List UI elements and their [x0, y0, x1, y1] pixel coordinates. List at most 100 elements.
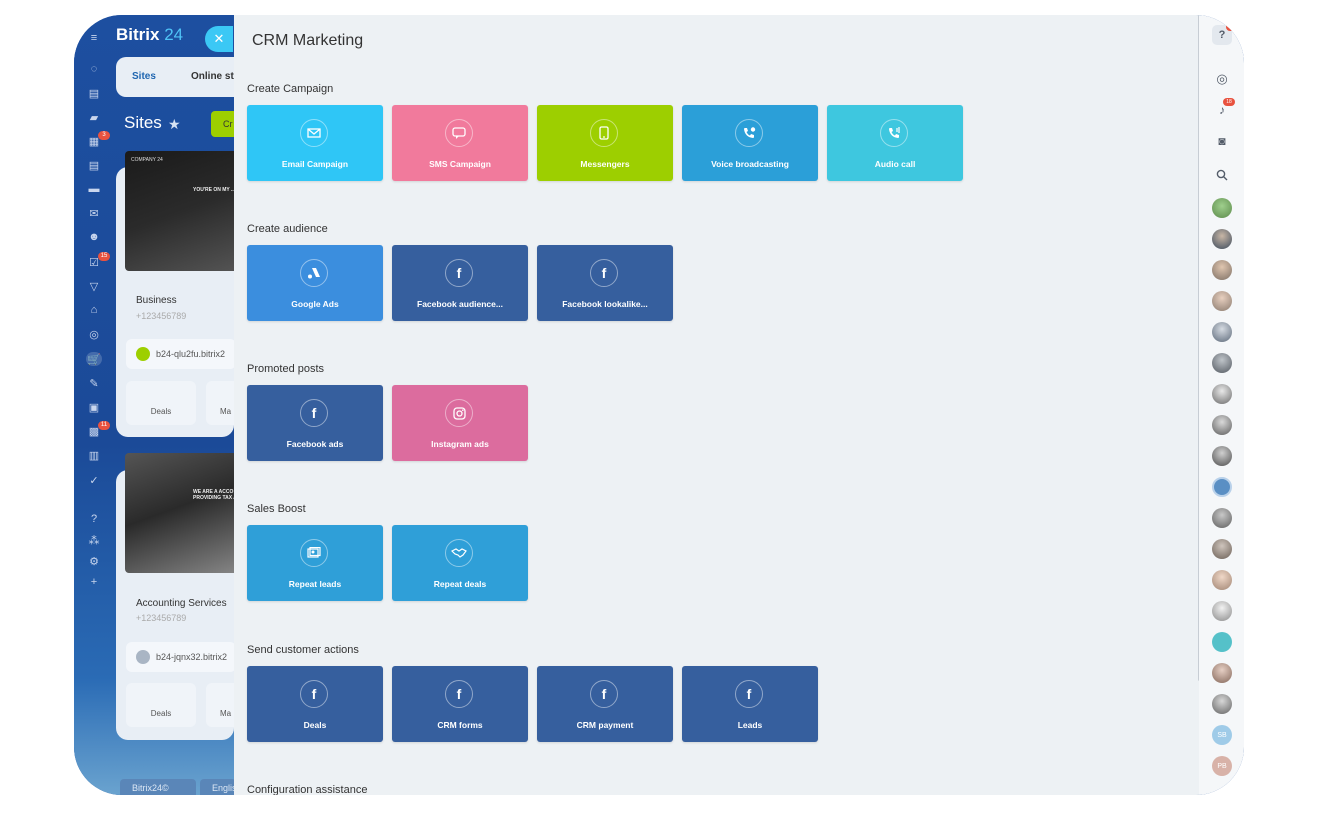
search-icon[interactable]: [1212, 165, 1232, 185]
box-icon[interactable]: ▥: [88, 449, 100, 462]
rail-icon-2[interactable]: ▤: [88, 87, 100, 100]
avatar-initials[interactable]: SB: [1212, 725, 1232, 745]
settings-icon[interactable]: ⚙: [89, 555, 99, 568]
avatar[interactable]: [1212, 601, 1232, 621]
target-icon[interactable]: ◎: [89, 328, 99, 341]
tile-label: Voice broadcasting: [711, 159, 789, 169]
preview-text: WE ARE A ACCO PROVIDING TAX AN: [193, 489, 241, 501]
marketing-tile-messengers[interactable]: Messengers: [537, 105, 673, 181]
marketing-tile-email-campaign[interactable]: Email Campaign: [247, 105, 383, 181]
avatar[interactable]: [1212, 508, 1232, 528]
avatar[interactable]: [1212, 229, 1232, 249]
facebook-icon: f: [735, 680, 763, 708]
marketing-tile-voice-broadcasting[interactable]: Voice broadcasting: [682, 105, 818, 181]
avatar[interactable]: [1212, 260, 1232, 280]
site-name: Business: [136, 295, 177, 306]
avatar[interactable]: [1212, 694, 1232, 714]
drive-icon[interactable]: ▬: [88, 183, 100, 195]
mail-icon: [300, 119, 328, 147]
deals-button[interactable]: Deals: [126, 381, 196, 425]
avatar[interactable]: [1212, 322, 1232, 342]
tasks-icon[interactable]: ☑: [89, 256, 99, 269]
more-button[interactable]: Ma: [206, 683, 236, 727]
avatar[interactable]: [1212, 291, 1232, 311]
site-phone: +123456789: [136, 311, 187, 321]
footer-copyright: Bitrix24©: [120, 779, 196, 795]
avatar[interactable]: [1212, 446, 1232, 466]
add-icon[interactable]: +: [90, 576, 98, 588]
activity-icon[interactable]: ◎: [1216, 71, 1228, 86]
close-slider-button[interactable]: ✕: [205, 26, 233, 52]
sitemap-icon[interactable]: ⁂: [88, 534, 100, 547]
link-icon: [136, 650, 150, 664]
robot-icon[interactable]: ▩: [88, 425, 100, 438]
close-icon: ✕: [213, 31, 225, 46]
section-title-send-customer-actions: Send customer actions: [247, 644, 359, 656]
tile-label: Instagram ads: [431, 439, 489, 449]
instagram-icon: [445, 399, 473, 427]
brand-name: Bitrix: [116, 25, 160, 44]
facebook-icon: f: [445, 259, 473, 287]
star-icon[interactable]: ★: [168, 116, 181, 132]
footer-language[interactable]: Englis: [200, 779, 237, 795]
marketing-tile-repeat-leads[interactable]: Repeat leads: [247, 525, 383, 601]
chat-bubble-icon[interactable]: ◙: [1218, 134, 1226, 148]
tile-label: Repeat deals: [433, 579, 487, 589]
avatar[interactable]: [1212, 415, 1232, 435]
cart-icon[interactable]: 🛒: [86, 352, 102, 366]
marketing-tile-repeat-deals[interactable]: Repeat deals: [392, 525, 528, 601]
marketing-tile-sms-campaign[interactable]: SMS Campaign: [392, 105, 528, 181]
panel-scrollbar[interactable]: [1198, 15, 1199, 681]
help-rail-icon[interactable]: ?: [90, 513, 98, 525]
right-rail: ? 1 ◎ ♪ 18 ◙ SB PB: [1199, 15, 1244, 795]
site-link-text: b24-qlu2fu.bitrix2: [156, 349, 226, 359]
avatar[interactable]: [1212, 198, 1232, 218]
bell-icon[interactable]: ♪: [1219, 103, 1225, 117]
marketing-tile-google-ads[interactable]: Google Ads: [247, 245, 383, 321]
calendar-icon[interactable]: ▦: [88, 135, 100, 148]
crm-marketing-panel: CRM Marketing Create Campaign Create aud…: [234, 15, 1199, 795]
rail-icon-1[interactable]: ◌: [90, 63, 98, 75]
avatar[interactable]: [1212, 539, 1232, 559]
chat-icon[interactable]: ▰: [89, 111, 99, 124]
contacts-icon[interactable]: ▣: [88, 401, 100, 414]
deals-button[interactable]: Deals: [126, 683, 196, 727]
avatar[interactable]: [1212, 353, 1232, 373]
tab-online-store[interactable]: Online st: [191, 71, 234, 82]
mail-rail-icon[interactable]: ✉: [89, 207, 99, 220]
tile-label: Repeat leads: [288, 579, 342, 589]
section-title-create-audience: Create audience: [247, 223, 328, 235]
sign-icon[interactable]: ✎: [89, 377, 99, 390]
funnel-icon[interactable]: ▽: [89, 280, 99, 293]
help-badge: 1: [1226, 23, 1238, 31]
menu-icon[interactable]: ≡: [90, 32, 98, 44]
group-avatar[interactable]: [1212, 477, 1232, 497]
section-title-promoted-posts: Promoted posts: [247, 363, 325, 375]
group-chat-avatar[interactable]: [1212, 632, 1232, 652]
avatar[interactable]: [1212, 570, 1232, 590]
store-icon[interactable]: ⌂: [90, 304, 98, 316]
background-tabs: [116, 57, 246, 97]
docs-icon[interactable]: ▤: [88, 159, 100, 172]
site-preview-image: WE ARE A ACCO PROVIDING TAX AN: [125, 453, 245, 573]
avatar-initials[interactable]: PB: [1212, 756, 1232, 776]
marketing-tile-instagram-ads[interactable]: Instagram ads: [392, 385, 528, 461]
facebook-icon: f: [590, 259, 618, 287]
tile-label: CRM forms: [437, 720, 483, 730]
check-icon[interactable]: ✓: [89, 474, 99, 487]
avatar[interactable]: [1212, 663, 1232, 683]
marketing-tile-audio-call[interactable]: Audio call: [827, 105, 963, 181]
more-button[interactable]: Ma: [206, 381, 236, 425]
site-link[interactable]: b24-qlu2fu.bitrix2: [126, 339, 236, 369]
groups-icon[interactable]: ☻: [88, 231, 100, 243]
site-link[interactable]: b24-jqnx32.bitrix2: [126, 642, 236, 672]
avatar[interactable]: [1212, 384, 1232, 404]
tab-sites[interactable]: Sites: [132, 71, 156, 82]
